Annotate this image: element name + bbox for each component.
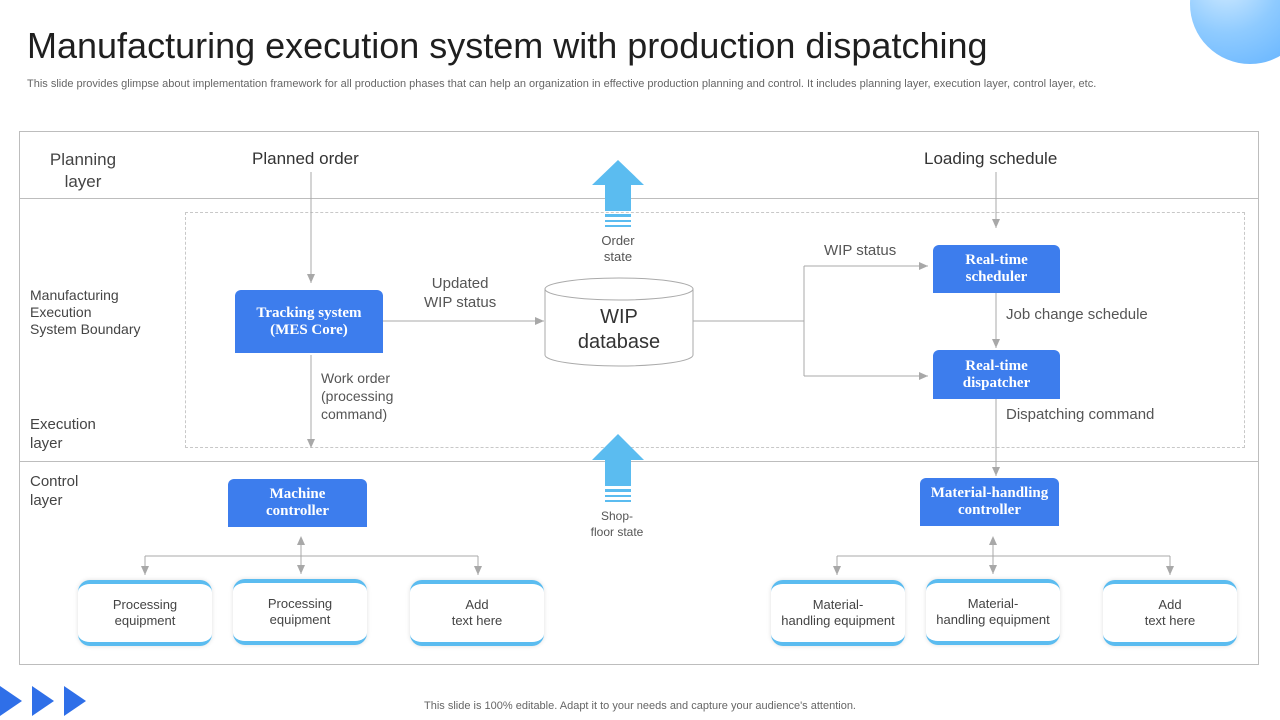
tracking-system-box: Tracking system (MES Core) — [235, 290, 383, 353]
mes-boundary-box — [185, 212, 1245, 448]
page-subtitle: This slide provides glimpse about implem… — [27, 78, 1097, 90]
machine-controller-box: Machine controller — [228, 479, 367, 527]
mes-boundary-label: Manufacturing Execution System Boundary — [30, 287, 141, 337]
equipment-card: Processing equipment — [78, 580, 212, 646]
planning-layer-divider — [20, 198, 1259, 199]
material-handling-controller-box: Material-handling controller — [920, 478, 1059, 526]
real-time-dispatcher-box: Real-time dispatcher — [933, 350, 1060, 399]
loading-schedule-label: Loading schedule — [924, 149, 1058, 168]
updated-wip-status-label: Updated WIP status — [424, 275, 497, 311]
wip-status-label: WIP status — [824, 242, 897, 259]
chevron-icon — [32, 686, 54, 716]
dispatching-command-label: Dispatching command — [1006, 406, 1155, 423]
execution-layer-label: Execution layer — [30, 416, 96, 452]
diagram-frame — [19, 131, 1259, 665]
control-layer-label: Control layer — [30, 473, 79, 509]
planning-layer-label: Planning layer — [49, 150, 117, 191]
wip-database-cylinder — [544, 277, 694, 367]
planned-order-label: Planned order — [252, 149, 359, 168]
page-title: Manufacturing execution system with prod… — [27, 25, 988, 66]
shop-floor-state-arrow — [592, 434, 644, 502]
shop-floor-state-label: Shop- floor state — [590, 509, 644, 539]
wip-database-label: WIP database — [577, 306, 661, 353]
execution-layer-divider — [20, 461, 1259, 462]
order-state-label: Order state — [601, 233, 635, 264]
work-order-label: Work order (processing command) — [321, 370, 394, 422]
chevron-icon — [64, 686, 86, 716]
order-state-arrow — [592, 160, 644, 227]
equipment-card: Add text here — [410, 580, 544, 646]
equipment-card: Processing equipment — [233, 579, 367, 645]
equipment-card: Material- handling equipment — [926, 579, 1060, 645]
real-time-scheduler-box: Real-time scheduler — [933, 245, 1060, 293]
equipment-card: Add text here — [1103, 580, 1237, 646]
chevron-icon — [0, 686, 22, 716]
equipment-card: Material- handling equipment — [771, 580, 905, 646]
footer-note: This slide is 100% editable. Adapt it to… — [424, 700, 856, 712]
job-change-schedule-label: Job change schedule — [1006, 306, 1148, 323]
